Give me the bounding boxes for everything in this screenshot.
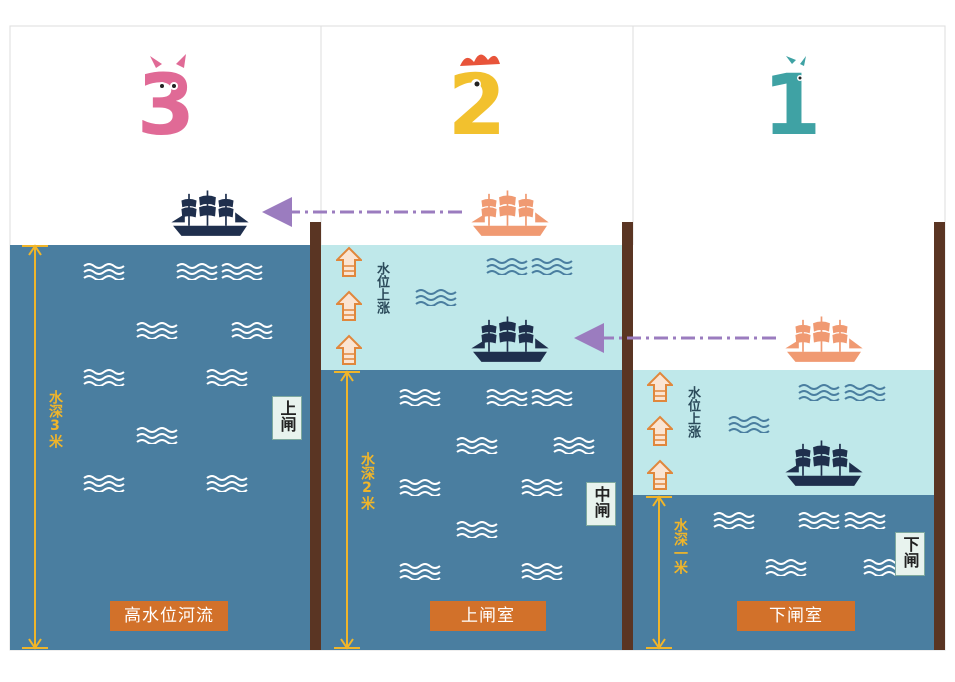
- ship-in-river: [171, 190, 249, 236]
- river-depth-line: [22, 244, 48, 650]
- ghost-ship-lower: [785, 316, 863, 362]
- upper-chamber-raised-water: [321, 245, 622, 370]
- lower-chamber-raised-water: [633, 370, 934, 495]
- lower-chamber-depth-line: [646, 495, 672, 650]
- upper-chamber-depth-label: 水深2米: [359, 452, 375, 510]
- svg-text:1: 1: [763, 56, 821, 154]
- step-3-number: 3: [137, 54, 195, 154]
- lower-chamber-depth-label: 水深一米: [672, 518, 688, 574]
- svg-text:2: 2: [448, 56, 506, 154]
- ghost-ship-upper: [471, 190, 549, 236]
- lower-gate-label: 下闸: [895, 532, 925, 576]
- lower-gate-wall: [934, 222, 945, 650]
- middle-gate-wall: [622, 222, 633, 650]
- step-2-number: 2: [448, 54, 506, 154]
- lower-chamber-rise-label: 水位上涨: [685, 386, 700, 438]
- step-1-number: 1: [763, 56, 821, 154]
- svg-text:3: 3: [137, 56, 195, 154]
- upper-gate-wall: [310, 222, 321, 650]
- lower-chamber-label: 下闸室: [737, 601, 855, 631]
- upper-chamber-rise-label: 水位上涨: [374, 262, 389, 314]
- upper-chamber-label: 上闸室: [430, 601, 546, 631]
- river-water: [10, 245, 310, 650]
- upper-chamber-depth-line: [334, 370, 360, 650]
- river-depth-label: 水深3米: [47, 390, 63, 448]
- river-label: 高水位河流: [110, 601, 228, 631]
- upper-gate-label: 上闸: [272, 396, 302, 440]
- middle-gate-label: 中闸: [586, 482, 616, 526]
